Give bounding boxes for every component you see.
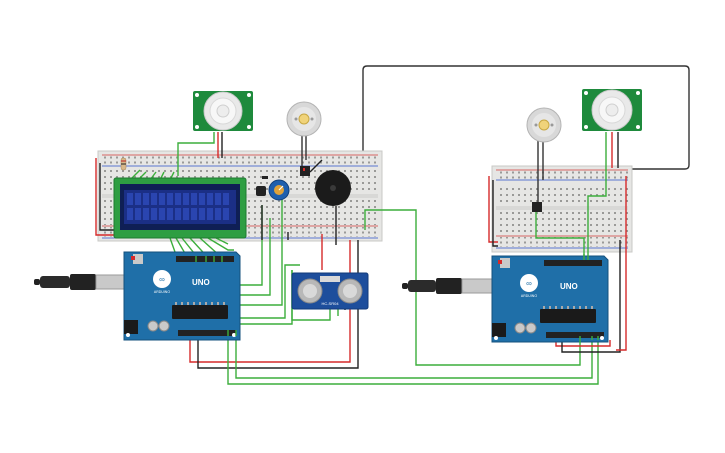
wire-black-loop xyxy=(362,65,690,170)
arduino-left-model: UNO xyxy=(192,278,210,287)
wires-right xyxy=(488,132,627,353)
svg-text:∞: ∞ xyxy=(159,275,165,284)
breadboard-right xyxy=(491,165,633,253)
buzzer-icon xyxy=(315,170,351,206)
svg-text:∞: ∞ xyxy=(526,279,532,288)
arduino-left-brand: ARDUINO xyxy=(154,290,170,294)
arduino-right-brand: ARDUINO xyxy=(521,294,537,298)
arduino-board-left: ∞ ARDUINO UNO xyxy=(34,251,241,341)
pir-sensor-icon xyxy=(582,89,642,131)
resistor-icon xyxy=(120,157,127,171)
potentiometer-icon xyxy=(268,179,290,201)
transistor-icon xyxy=(300,166,310,176)
pir-sensor-icon xyxy=(193,91,253,131)
arduino-board-right: ∞ ARDUINO UNO xyxy=(402,255,609,343)
transistor-icon xyxy=(532,202,542,212)
transistor-icon xyxy=(256,186,266,196)
ultrasonic-label: HC-SR04 xyxy=(321,301,339,306)
wires-header-right xyxy=(579,254,599,345)
wires-header-left xyxy=(195,256,237,336)
arduino-right-model: UNO xyxy=(560,282,578,291)
usb-cable-icon xyxy=(402,278,499,294)
usb-cable-icon xyxy=(34,274,135,290)
lcd-display-icon xyxy=(113,177,247,239)
dc-motor-icon xyxy=(286,101,322,137)
capacitor-icon xyxy=(262,176,268,179)
dc-motor-icon xyxy=(526,107,562,143)
ultrasonic-sensor-icon: HC-SR04 xyxy=(291,272,369,310)
